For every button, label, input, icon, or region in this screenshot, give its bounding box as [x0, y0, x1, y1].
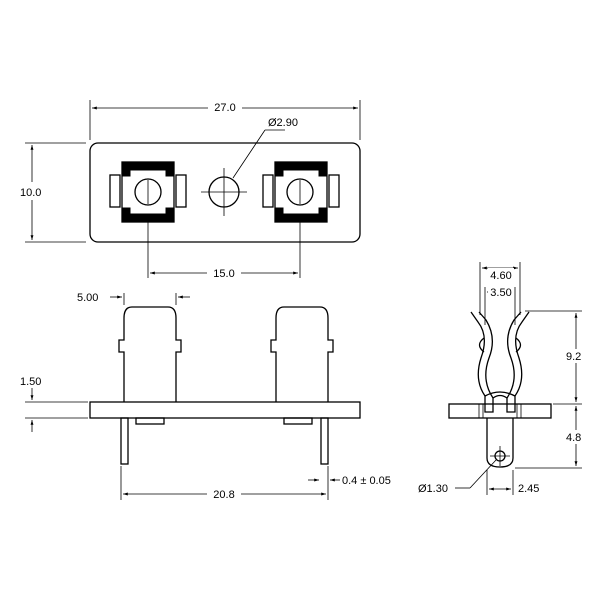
clip-right-arm: [506, 311, 530, 413]
dim-hole-diameter: Ø2.90: [268, 117, 298, 129]
dim-total-length: 27.0: [214, 102, 235, 114]
dim-pin-width: 2.45: [518, 483, 539, 495]
dim-pin-spacing: 20.8: [213, 489, 234, 501]
base-plate-side: [448, 403, 552, 419]
side-view: [448, 262, 582, 495]
left-tab: [118, 306, 182, 402]
front-view: [25, 293, 361, 500]
right-tab: [270, 306, 334, 402]
dim-pin-thickness: 0.4 ± 0.05: [342, 475, 391, 487]
pin-side: [486, 418, 514, 468]
left-clip-top: [109, 161, 187, 223]
clip-left-arm: [470, 311, 494, 413]
dim-height: 10.0: [20, 187, 41, 199]
dim-tab-width: 5.00: [77, 292, 98, 304]
dim-clip-height: 9.2: [566, 351, 581, 363]
dim-clip-outer-width: 4.60: [490, 270, 511, 282]
base-plate-front: [89, 401, 361, 419]
top-view: [25, 100, 361, 278]
dim-clip-spacing: 15.0: [213, 268, 234, 280]
dim-clip-inner-width: 3.50: [490, 287, 511, 299]
dim-pin-hole-diameter: Ø1.30: [418, 483, 448, 495]
dim-pin-length: 4.8: [566, 432, 581, 444]
right-clip-top: [262, 161, 340, 223]
base-plate-top: [89, 142, 361, 243]
dim-base-thickness: 1.50: [20, 376, 41, 388]
